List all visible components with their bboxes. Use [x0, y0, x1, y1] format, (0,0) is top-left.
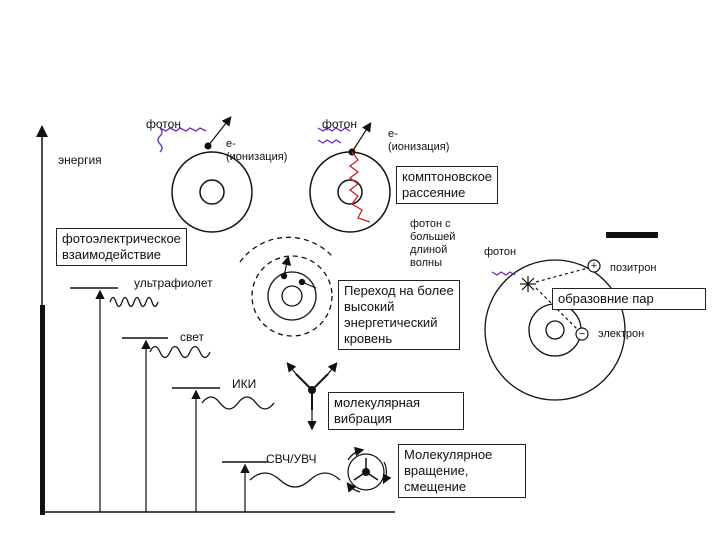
microwave-label: СВЧ/УВЧ — [266, 452, 317, 466]
energy-label: энергия — [58, 153, 102, 167]
photon-label-2: фотон — [322, 117, 357, 131]
molecular-rotation-box: Молекулярное вращение, смещение — [398, 444, 526, 498]
molecular-vibration-box: молекулярная вибрация — [328, 392, 464, 430]
transition-atom — [239, 236, 333, 337]
energy-levels — [70, 287, 268, 512]
wave-microwave — [249, 472, 341, 488]
ultraviolet-label: ультрафиолет — [134, 276, 213, 290]
longer-wave-photon-label: фотон с большей длиной волны — [410, 218, 456, 269]
wave-light — [149, 345, 211, 359]
compton-box: комптоновское рассеяние — [396, 166, 499, 204]
pair-production-graphic — [484, 232, 658, 401]
photoelectric-atom — [157, 116, 253, 233]
wave-infrared — [201, 396, 275, 410]
rotation-molecule — [346, 446, 392, 493]
wave-ultraviolet — [109, 296, 159, 308]
positron-symbol: + — [590, 260, 598, 272]
energy-axis — [36, 125, 395, 515]
infrared-label: ИКИ — [232, 377, 257, 391]
photoelectric-box: фотоэлектрическое взаимодействие — [56, 228, 187, 266]
photon-label-1: фотон — [146, 117, 181, 131]
transition-box: Переход на более высокий энергетический … — [338, 280, 460, 350]
photon-label-3: фотон — [484, 246, 517, 258]
compton-atom — [309, 121, 391, 233]
ionization-label-1: е- (ионизация) — [226, 138, 288, 163]
light-label: свет — [180, 330, 205, 344]
positron-label: позитрон — [610, 262, 657, 274]
pair-production-box: образовние пар — [552, 288, 706, 310]
electron-symbol: − — [578, 328, 586, 340]
electron-label: электрон — [598, 328, 645, 340]
ionization-label-2: е- (ионизация) — [388, 128, 450, 153]
vibration-molecule — [286, 362, 338, 431]
